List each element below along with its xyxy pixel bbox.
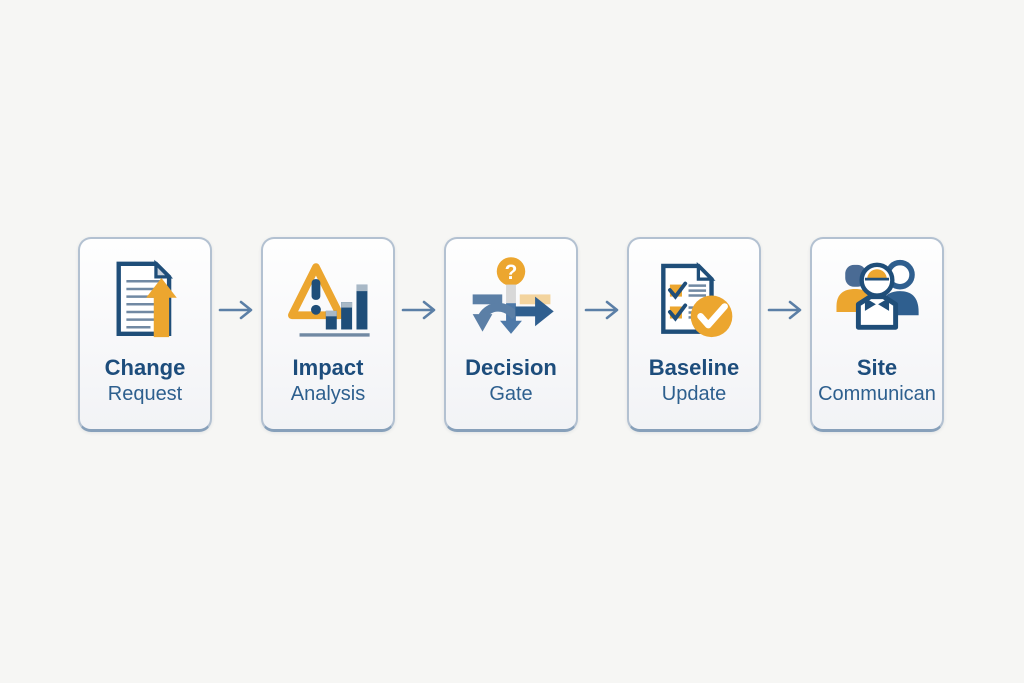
- step-label-line2: Update: [661, 383, 727, 405]
- document-up-arrow-icon: [99, 247, 191, 355]
- step-label-line1: Decision: [465, 355, 557, 380]
- step-label-line1: Impact: [292, 355, 364, 380]
- step-label: Change Request: [105, 355, 186, 407]
- step-label-line2: Analysis: [290, 383, 366, 405]
- checklist-check-circle-icon: [648, 247, 740, 355]
- step-card-baseline-update: Baseline Update: [627, 237, 761, 432]
- step-label-line2: Gate: [489, 383, 533, 405]
- step-card-change-request: Change Request: [78, 237, 212, 432]
- warning-bar-chart-icon: [282, 247, 374, 355]
- step-card-site-communication: Site Communican: [810, 237, 944, 432]
- step-label-line1: Change: [104, 355, 186, 380]
- flow-row: Change Request: [78, 237, 944, 432]
- step-label: Impact Analysis: [291, 355, 365, 407]
- flow-arrow-icon: [212, 298, 261, 322]
- step-label: Site Communican: [818, 355, 936, 407]
- step-label-line1: Site: [856, 355, 898, 380]
- step-card-decision-gate: ? Decision Gate: [444, 237, 578, 432]
- step-label-line2: Communican: [818, 383, 936, 405]
- flow-arrow-icon: [395, 298, 444, 322]
- svg-text:?: ?: [505, 261, 518, 284]
- team-people-icon: [831, 247, 923, 355]
- flow-arrow-icon: [578, 298, 627, 322]
- step-label: Decision Gate: [465, 355, 557, 407]
- step-label: Baseline Update: [649, 355, 740, 407]
- step-label-line1: Baseline: [648, 355, 740, 380]
- step-card-impact-analysis: Impact Analysis: [261, 237, 395, 432]
- step-label-line2: Request: [107, 383, 183, 405]
- branching-arrows-question-icon: ?: [465, 247, 557, 355]
- flow-arrow-icon: [761, 298, 810, 322]
